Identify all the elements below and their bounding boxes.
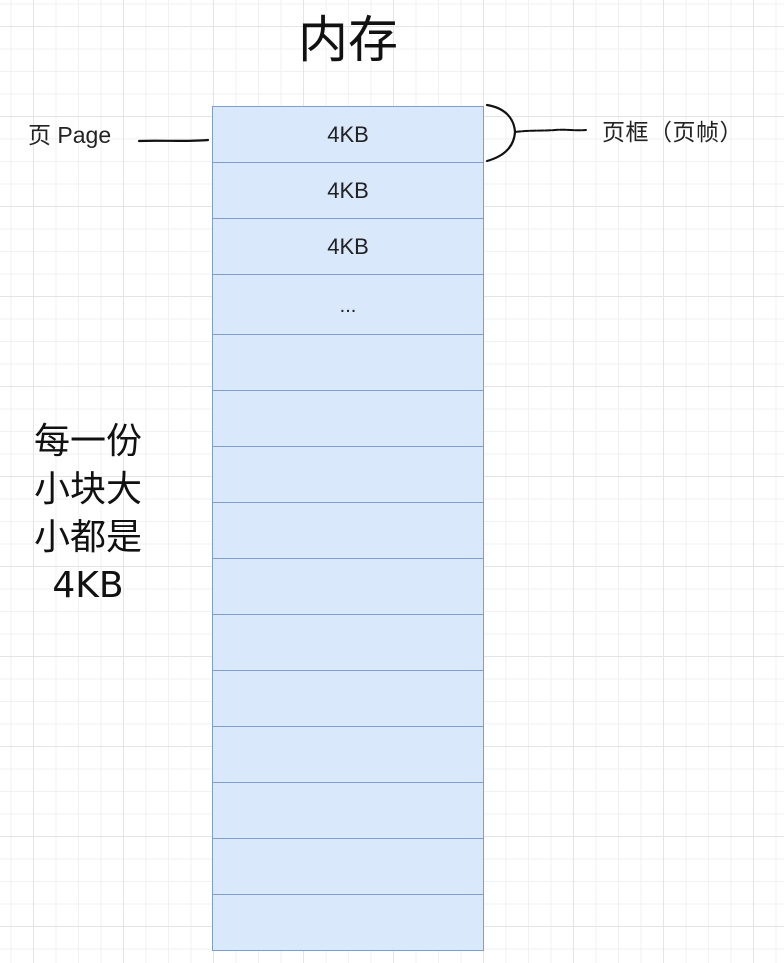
- memory-row[interactable]: [213, 390, 483, 446]
- memory-row[interactable]: [213, 502, 483, 558]
- page-connector-line: [137, 138, 210, 143]
- memory-row[interactable]: [213, 894, 483, 950]
- curly-brace-icon: [485, 103, 517, 163]
- memory-row[interactable]: [213, 838, 483, 894]
- note-line: 小都是: [33, 517, 142, 558]
- page-size-note: 每一份 小块大 小都是 4KB: [24, 418, 152, 610]
- frame-connector-line: [514, 128, 587, 133]
- page-frame-label: 页框（页帧）: [602, 119, 743, 145]
- note-line: 小块大: [33, 469, 142, 510]
- diagram-title: 内存: [298, 11, 398, 69]
- memory-row[interactable]: [213, 614, 483, 670]
- memory-row[interactable]: [213, 726, 483, 782]
- memory-row[interactable]: [213, 558, 483, 614]
- memory-row-ellipsis[interactable]: ...: [213, 274, 483, 334]
- memory-row[interactable]: [213, 334, 483, 390]
- memory-row[interactable]: [213, 446, 483, 502]
- memory-row[interactable]: 4KB: [213, 107, 483, 162]
- memory-row[interactable]: [213, 782, 483, 838]
- memory-row[interactable]: 4KB: [213, 218, 483, 274]
- memory-row[interactable]: [213, 670, 483, 726]
- note-line: 每一份: [33, 421, 142, 462]
- memory-block: 4KB 4KB 4KB ...: [212, 106, 484, 951]
- note-line: 4KB: [52, 565, 124, 606]
- memory-row[interactable]: 4KB: [213, 162, 483, 218]
- page-label: 页 Page: [28, 122, 112, 148]
